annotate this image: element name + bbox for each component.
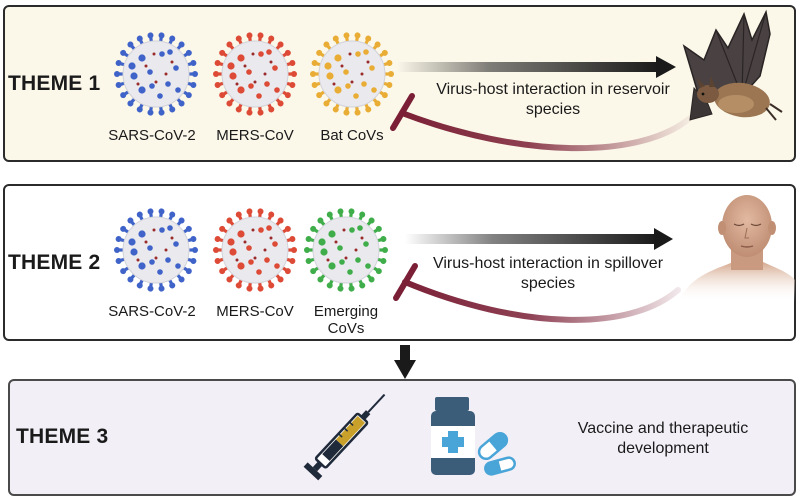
theme2-virus-label-emerging-line1: Emerging bbox=[313, 303, 379, 320]
theme2-caption-line2: species bbox=[520, 275, 576, 292]
human-icon bbox=[680, 195, 795, 302]
theme2-caption: Virus-host interaction in spillover spec… bbox=[413, 254, 683, 294]
theme1-virus-label-bat: Bat CoVs bbox=[320, 127, 384, 144]
theme3-caption-line1: Vaccine and therapeutic bbox=[577, 420, 749, 437]
syringe-icon bbox=[303, 393, 386, 481]
theme3-panel bbox=[8, 379, 796, 496]
theme1-virus-label-mers: MERS-CoV bbox=[216, 127, 294, 144]
down-arrow bbox=[394, 345, 416, 379]
theme1-title: THEME 1 bbox=[8, 72, 101, 95]
theme2-caption-line1: Virus-host interaction in spillover bbox=[432, 255, 664, 272]
theme1-sars-cov-2-virus-icon bbox=[114, 32, 198, 116]
theme2-virus-label-emerging: Emerging CoVs bbox=[296, 303, 396, 337]
theme1-caption: Virus-host interaction in reservoir spec… bbox=[418, 80, 688, 120]
theme1-virus-label-sars: SARS-CoV-2 bbox=[108, 127, 196, 144]
theme1-forward-arrow bbox=[397, 56, 676, 78]
theme1-caption-line2: species bbox=[525, 101, 581, 118]
theme2-mers-cov-virus-icon bbox=[213, 208, 297, 292]
theme2-virus-label-emerging-line2: CoVs bbox=[327, 320, 365, 337]
theme2-virus-label-mers: MERS-CoV bbox=[216, 303, 294, 320]
theme2-title: THEME 2 bbox=[8, 251, 101, 274]
theme2-emerging-cov-virus-icon bbox=[304, 208, 388, 292]
theme2-virus-label-sars: SARS-CoV-2 bbox=[108, 303, 196, 320]
bat-icon bbox=[682, 9, 783, 121]
theme2-inhibition-arrow bbox=[393, 263, 681, 323]
theme1-caption-line1: Virus-host interaction in reservoir bbox=[436, 81, 670, 98]
theme2-forward-arrow bbox=[405, 228, 673, 250]
theme1-mers-cov-virus-icon bbox=[213, 32, 297, 116]
theme2-sars-cov-2-virus-icon bbox=[114, 208, 198, 292]
theme3-caption-line2: development bbox=[617, 440, 709, 457]
theme1-inhibition-arrow bbox=[390, 93, 693, 152]
theme3-title: THEME 3 bbox=[16, 425, 109, 448]
theme3-caption: Vaccine and therapeutic development bbox=[548, 419, 778, 459]
medicine-bottle-icon bbox=[431, 397, 475, 475]
pills-icon bbox=[477, 431, 516, 476]
theme1-bat-cov-virus-icon bbox=[310, 32, 394, 116]
